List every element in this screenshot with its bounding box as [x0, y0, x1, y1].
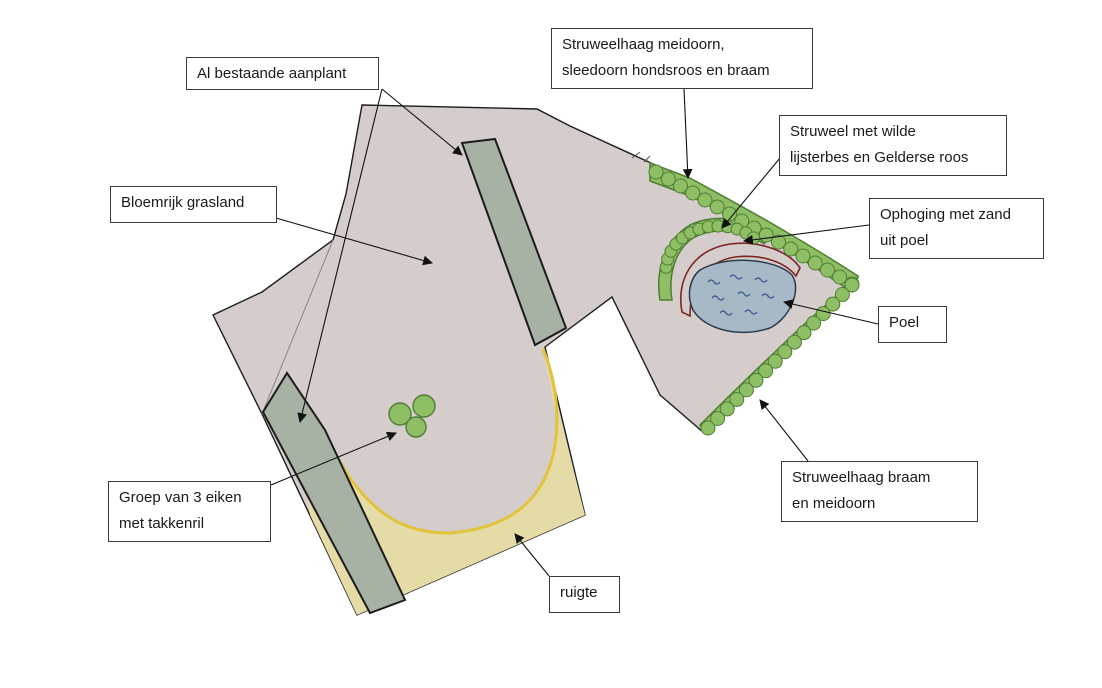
label-hedge-bottom-line1: Struweelhaag braam: [792, 469, 931, 486]
arrow-haag-onder: [759, 399, 809, 462]
label-shrub-line1: Struweel met wilde: [790, 123, 916, 140]
label-flower-grassland-text: Bloemrijk grasland: [121, 194, 245, 211]
label-hedge-bottom: Struweelhaag braam en meidoorn: [781, 461, 978, 522]
label-ruigte: ruigte: [549, 576, 620, 613]
existing-planting-strip-top: [460, 137, 568, 347]
label-shrub: Struweel met wilde lijsterbes en Gelders…: [779, 115, 1007, 176]
label-oak-group: Groep van 3 eiken met takkenril: [108, 481, 271, 542]
arrow-ophoging: [743, 224, 870, 245]
arrow-bestaande-top: [381, 88, 463, 156]
label-hedge-top-line1: Struweelhaag meidoorn,: [562, 36, 725, 53]
label-hedge-top-line2: sleedoorn hondsroos en braam: [562, 62, 770, 79]
edge-tick-mark: [631, 151, 651, 163]
label-mound-line1: Ophoging met zand: [880, 206, 1011, 223]
label-existing-planting: Al bestaande aanplant: [186, 57, 379, 90]
label-mound-line2: uit poel: [880, 232, 929, 249]
arrow-struweel: [721, 157, 781, 229]
pond: [688, 259, 797, 334]
arrow-eiken: [270, 431, 397, 486]
hedge-top-scallops: [648, 164, 860, 292]
leader-arrows: [270, 88, 879, 577]
pencil-guide-line: [261, 239, 334, 415]
oak-group-icon: [388, 394, 436, 438]
label-pond: Poel: [878, 306, 947, 343]
label-shrub-line2: lijsterbes en Gelderse roos: [790, 149, 969, 166]
pond-water-marks: [707, 274, 775, 316]
arrow-ruigte: [514, 533, 550, 577]
label-ruigte-text: ruigte: [560, 584, 598, 601]
label-flower-grassland: Bloemrijk grasland: [110, 186, 277, 223]
existing-planting-strip-bottom: [261, 371, 407, 615]
label-pond-text: Poel: [889, 314, 920, 331]
arrow-grasland: [275, 217, 433, 266]
label-hedge-bottom-line2: en meidoorn: [792, 495, 876, 512]
label-oak-group-line2: met takkenril: [119, 515, 205, 532]
label-existing-planting-text: Al bestaande aanplant: [197, 65, 347, 82]
label-oak-group-line1: Groep van 3 eiken: [119, 489, 242, 506]
plan-outline: [212, 104, 860, 616]
arrow-bestaande-bottom: [297, 88, 383, 423]
arrow-haag-boven: [682, 88, 693, 179]
label-mound: Ophoging met zand uit poel: [869, 198, 1044, 259]
hedge-bottom-scallops: [700, 277, 860, 436]
arrow-poel: [783, 299, 879, 325]
label-hedge-top: Struweelhaag meidoorn, sleedoorn hondsro…: [551, 28, 813, 89]
